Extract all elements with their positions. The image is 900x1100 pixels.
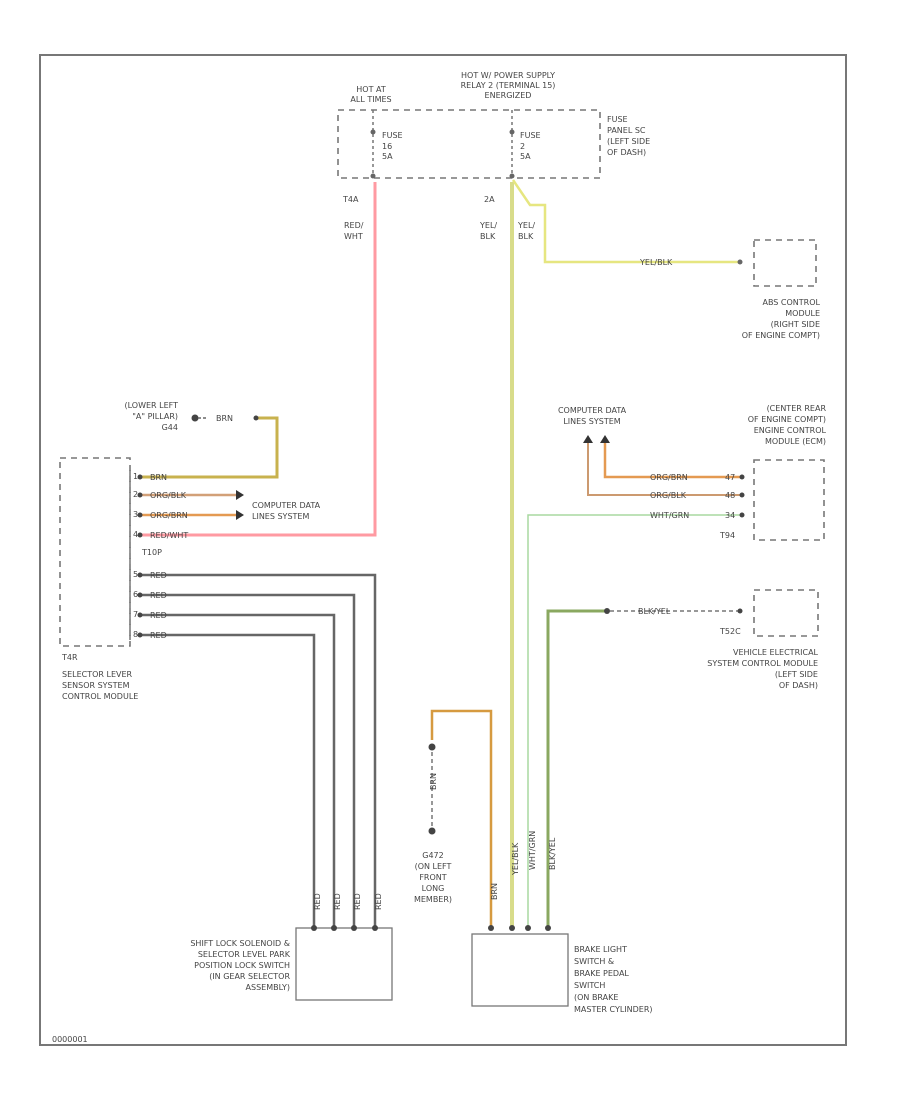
shift-wire-3: RED — [353, 893, 362, 910]
engine-cdl-arrow-2 — [600, 435, 610, 443]
selector-connector-a: T10P — [141, 548, 162, 557]
wire-wht-grn-ecm — [527, 514, 742, 928]
selector-wire-5: RED — [150, 571, 167, 580]
wire-yel-blk-abs — [511, 179, 740, 264]
selector-module-box — [59, 457, 131, 647]
brake-switch-pins — [488, 925, 551, 931]
wire-gray-4 — [140, 633, 316, 928]
wire-red-wht — [140, 182, 377, 537]
wire-org-blk-ecm — [587, 443, 742, 496]
wire-blk-yel-vesc — [546, 609, 605, 928]
ecm-wire-2: ORG/BLK — [650, 491, 687, 500]
ground-g44-label: (LOWER LEFT"A" PILLAR)G44 — [124, 401, 178, 432]
wire-org-brn-ecm — [603, 443, 742, 479]
ground-g472-top-icon — [428, 743, 436, 751]
wire-yel-blk-label-2: YEL/BLK — [517, 221, 535, 241]
cdl-arrow-2 — [236, 510, 244, 520]
abs-module-box — [753, 239, 817, 287]
vesc-wire-label: BLK/YEL — [638, 607, 671, 616]
pin-2a: 2A — [484, 195, 495, 204]
selector-wire-4: RED/WHT — [150, 531, 188, 540]
ecm-wire-3: WHT/GRN — [650, 511, 689, 520]
shift-wire-4: RED — [374, 893, 383, 910]
ecm-pin-2: 48 — [725, 491, 735, 500]
engine-cdl-arrow-1 — [583, 435, 593, 443]
vesc-connector: T52C — [719, 627, 741, 636]
shift-lock-box — [295, 927, 393, 1001]
wire-gray-2 — [140, 593, 356, 928]
cdl-arrow-1 — [236, 490, 244, 500]
wire-brn-g44-label: BRN — [216, 414, 233, 423]
diagram-id: 0000001 — [52, 1035, 88, 1044]
selector-wire-7: RED — [150, 611, 167, 620]
selector-pin-1: 1 — [133, 472, 138, 481]
selector-pin-4: 4 — [133, 530, 138, 539]
shift-wire-1: RED — [313, 893, 322, 910]
wire-gray-3 — [140, 613, 336, 928]
selector-wire-1: BRN — [150, 473, 167, 482]
brake-switch-box — [471, 933, 569, 1007]
selector-pin-8: 8 — [133, 630, 138, 639]
ecm-box — [753, 459, 825, 541]
ecm-wire-1: ORG/BRN — [650, 473, 688, 482]
abs-wire-label: YEL/BLK — [639, 258, 673, 267]
selector-pin-3: 3 — [133, 510, 138, 519]
selector-wire-6: RED — [150, 591, 167, 600]
selector-pin-5: 5 — [133, 570, 138, 579]
brake-wire-1: BRN — [490, 883, 499, 900]
wire-brn-top — [140, 416, 279, 479]
shift-wire-2: RED — [333, 893, 342, 910]
brake-wire-4: BLK/YEL — [548, 837, 557, 870]
selector-connector-b: T4R — [61, 653, 78, 662]
selector-wire-8: RED — [150, 631, 167, 640]
selector-wire-2: ORG/BLK — [150, 491, 187, 500]
wire-brn-g472-label: BRN — [429, 773, 438, 790]
selector-pin-2: 2 — [133, 490, 138, 499]
wire-gray-1 — [140, 573, 377, 928]
ecm-pin-1: 47 — [725, 473, 735, 482]
shift-lock-label: SHIFT LOCK SOLENOID &SELECTOR LEVEL PARK… — [190, 939, 290, 992]
vesc-box — [753, 589, 819, 637]
ground-g472-icon — [428, 827, 436, 835]
fuse-panel — [337, 109, 601, 179]
diagram-frame — [39, 54, 847, 1046]
selector-pins — [137, 474, 143, 638]
wire-red-wht-label: RED/WHT — [344, 221, 364, 241]
selector-wire-3: ORG/BRN — [150, 511, 188, 520]
brake-wire-3: WHT/GRN — [528, 831, 537, 870]
selector-pin-7: 7 — [133, 610, 138, 619]
brake-wire-2: YEL/BLK — [511, 842, 520, 876]
shift-lock-pins — [311, 925, 378, 931]
ecm-pin-3: 34 — [725, 511, 735, 520]
pin-t4a: T4A — [342, 195, 359, 204]
wire-yel-blk-label-1: YEL/BLK — [479, 221, 497, 241]
selector-pin-6: 6 — [133, 590, 138, 599]
wire-brn-bottom — [430, 709, 493, 928]
ecm-connector: T94 — [719, 531, 735, 540]
ground-g44-icon — [191, 414, 199, 422]
